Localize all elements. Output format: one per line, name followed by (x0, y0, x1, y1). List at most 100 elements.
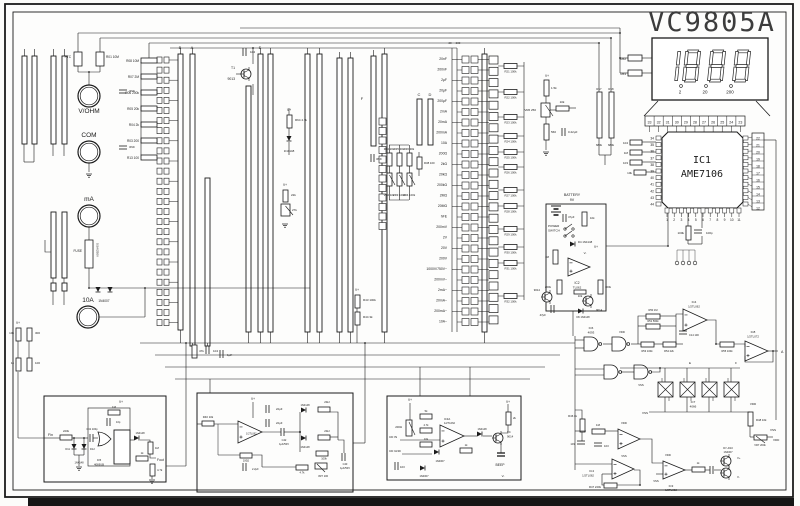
contact-pad (163, 218, 170, 225)
label: B (179, 45, 182, 50)
contact-pad (163, 157, 170, 165)
switch-bar (257, 53, 264, 333)
wire (723, 454, 730, 460)
resistor (503, 63, 518, 69)
junction-dot (185, 342, 187, 344)
resistor (627, 69, 643, 77)
label: CD GND (389, 449, 402, 453)
label: C43 (343, 462, 348, 466)
label: IC6 (589, 326, 594, 330)
resistor (386, 152, 393, 167)
label: 42 (650, 189, 654, 193)
label: 1k (11, 361, 15, 365)
wire (544, 298, 551, 304)
lcd-segment (719, 66, 725, 81)
resistor (629, 149, 643, 156)
contact-pad (163, 97, 170, 104)
contact-pad (488, 66, 499, 76)
label: 1M (545, 255, 550, 259)
inner-border (12, 11, 787, 491)
label: 2mA (440, 110, 448, 114)
resistor (282, 189, 289, 203)
label: R28 100k (505, 210, 518, 214)
switch-bar (336, 57, 343, 333)
lcd-segment (735, 64, 748, 68)
label: 19 (756, 158, 760, 162)
contact-pad (461, 213, 470, 221)
label: 3 (680, 218, 682, 222)
resistor (503, 260, 518, 266)
contact-pad (461, 265, 470, 274)
label: 26 (711, 120, 715, 124)
label: 200mV~ (434, 278, 447, 282)
contact-pad (156, 107, 163, 114)
opamp (567, 257, 592, 277)
junction-dot (252, 47, 254, 49)
contact-pad (163, 288, 170, 296)
label: R13 100 (127, 156, 139, 160)
lcd-segment (694, 66, 700, 81)
resistor (140, 73, 158, 80)
contact-pad (488, 55, 499, 65)
label: IC3 (669, 484, 674, 488)
junction-dot (364, 342, 366, 344)
resistor (201, 420, 215, 427)
label: 1000V/750V~ (426, 267, 447, 271)
label: VDD (621, 421, 627, 425)
contact-pad (488, 134, 499, 144)
label: 27 (702, 120, 706, 124)
label: V- (502, 474, 505, 478)
wire (140, 439, 151, 442)
label: 1M (112, 405, 117, 409)
contact-pad (488, 213, 499, 223)
label: 1/2TL072 (747, 335, 759, 339)
contact-pad (470, 66, 479, 74)
contact-pad (470, 307, 479, 316)
contact-pad (378, 136, 387, 145)
contact-pad (378, 155, 387, 164)
label: 23 (738, 120, 742, 124)
label: D12 (90, 447, 95, 451)
resistor (140, 105, 158, 112)
contact-pad (461, 318, 470, 326)
resistor (26, 327, 33, 342)
resistor (503, 244, 518, 250)
label: 2MΩ (440, 194, 448, 198)
label: T1 (231, 66, 235, 70)
label: 20V (441, 246, 448, 250)
diode (477, 431, 482, 437)
ic-pin (655, 148, 662, 154)
contact-pad (163, 268, 170, 276)
resistor (596, 91, 603, 139)
contact-pad (156, 117, 163, 124)
contact-pad (163, 309, 170, 316)
label: 9 (724, 218, 726, 222)
terminal-jack (76, 305, 100, 329)
decimal-point (679, 84, 683, 88)
wire (149, 454, 156, 459)
contact-pad (156, 157, 163, 165)
lcd-digits (674, 49, 751, 83)
wire (744, 351, 774, 363)
label: 2k (513, 416, 517, 420)
label: 10k (560, 100, 565, 104)
label: 1μF/50V (279, 442, 289, 446)
label: VDD (619, 330, 625, 334)
label: 560 (551, 130, 556, 134)
label: R03 200 (127, 139, 139, 143)
contact-pad (156, 177, 163, 185)
label: R32 100k (505, 300, 518, 304)
ic-pin (664, 207, 670, 214)
wire (44, 240, 51, 253)
lcd-segment (745, 51, 751, 66)
label: R50 1M (648, 308, 657, 312)
label: IC8 (751, 330, 756, 334)
label: 22μF (276, 407, 283, 411)
contact-pad (156, 66, 163, 74)
resistor (459, 447, 473, 454)
label: 4069UB (94, 463, 104, 467)
wire (575, 409, 583, 419)
ptc (73, 51, 83, 67)
diode (71, 444, 77, 449)
